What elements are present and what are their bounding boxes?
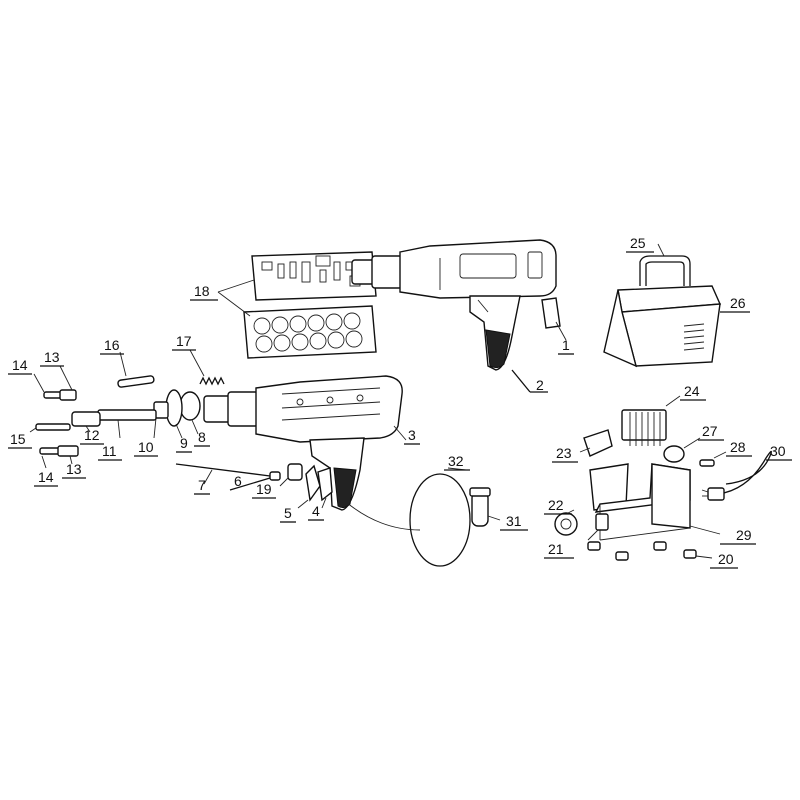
part-27-knob (663, 437, 701, 463)
label-4: 4 (312, 503, 320, 519)
label-15: 15 (10, 431, 26, 447)
part-number-labels: 1 2 3 4 5 6 7 8 9 10 11 12 13 13 14 14 1… (8, 235, 792, 569)
part-29-chassis (589, 463, 721, 541)
part-1-cover (541, 297, 567, 341)
part-22-21-controls (554, 509, 609, 541)
label-9: 9 (180, 435, 188, 451)
label-23: 23 (556, 445, 572, 461)
part-25-26-case (603, 243, 722, 368)
label-12: 12 (84, 427, 100, 443)
label-3: 3 (408, 427, 416, 443)
part-11-shaft (97, 409, 157, 439)
part-8-nut (179, 391, 201, 435)
part-24-transformer (621, 395, 681, 446)
label-13-bottom: 13 (66, 461, 82, 477)
label-24: 24 (684, 383, 700, 399)
label-7: 7 (198, 477, 206, 493)
label-17: 17 (176, 333, 192, 349)
label-13-top: 13 (44, 349, 60, 365)
part-30-power-cord (701, 450, 772, 501)
part-31-plug (469, 487, 501, 527)
part-20-feet (587, 541, 713, 561)
label-32: 32 (448, 453, 464, 469)
label-2: 2 (536, 377, 544, 393)
label-21: 21 (548, 541, 564, 557)
label-29: 29 (736, 527, 752, 543)
part-3-gun-housing (203, 375, 407, 511)
label-31: 31 (506, 513, 522, 529)
label-20: 20 (718, 551, 734, 567)
part-13-14-15-tips (29, 365, 79, 469)
part-12-chuck (71, 411, 101, 433)
label-25: 25 (630, 235, 646, 251)
label-11: 11 (102, 443, 117, 459)
label-6: 6 (234, 473, 242, 489)
label-27: 27 (702, 423, 718, 439)
part-2-gun-housing (351, 239, 557, 371)
part-28-fitting (699, 451, 727, 467)
part-17-spring (189, 349, 225, 386)
part-7-rod (175, 463, 271, 485)
part-10-collar (153, 401, 169, 439)
label-19: 19 (256, 481, 272, 497)
label-14-bottom: 14 (38, 469, 54, 485)
label-16: 16 (104, 337, 120, 353)
part-19-switch (279, 463, 303, 487)
label-30: 30 (770, 443, 786, 459)
label-5: 5 (284, 505, 292, 521)
label-14-top: 14 (12, 357, 28, 373)
label-8: 8 (198, 429, 206, 445)
part-16-bolt (117, 351, 155, 388)
label-28: 28 (730, 439, 746, 455)
label-22: 22 (548, 497, 564, 513)
part-6-nut (269, 471, 281, 481)
part-23-bracket (579, 429, 613, 457)
label-26: 26 (730, 295, 746, 311)
part-32-cable (345, 467, 471, 567)
label-1: 1 (562, 337, 570, 353)
label-10: 10 (138, 439, 154, 455)
part-4-trigger-lever (317, 467, 333, 509)
label-18: 18 (194, 283, 210, 299)
